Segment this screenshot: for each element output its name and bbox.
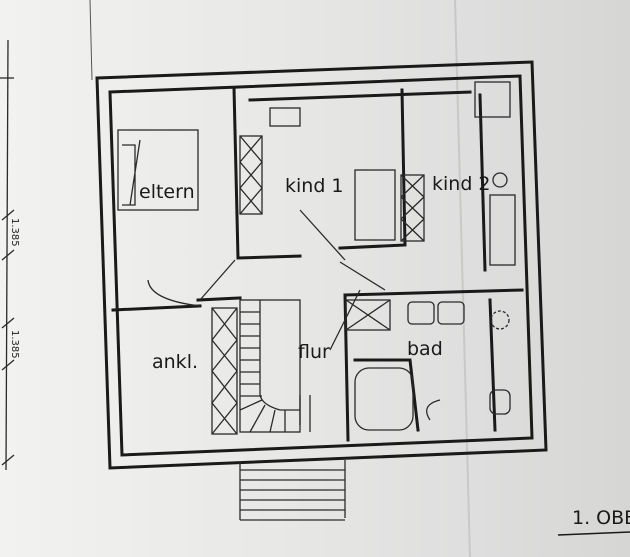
furniture xyxy=(117,81,516,266)
entrance-steps xyxy=(239,460,346,521)
closets xyxy=(211,135,425,435)
outer-walls xyxy=(95,60,548,470)
room-label-kind2: kind 2 xyxy=(432,173,491,195)
room-label-flur: flur xyxy=(298,341,330,363)
doors xyxy=(147,209,441,421)
sheet-title: 1. OBE xyxy=(572,507,630,529)
guide-line xyxy=(89,0,93,81)
dimension-label: 1.385 xyxy=(9,218,20,247)
staircase xyxy=(239,299,311,433)
dimension-label: 1.385 xyxy=(9,330,20,359)
room-label-kind1: kind 1 xyxy=(285,175,344,197)
sheet-title-underline xyxy=(557,531,630,536)
bath-fixtures xyxy=(354,301,511,431)
paper-fold xyxy=(454,0,471,557)
room-label-ankl: ankl. xyxy=(152,351,198,373)
dimension-line xyxy=(0,39,15,471)
room-label-eltern: eltern xyxy=(139,181,195,203)
room-label-bad: bad xyxy=(407,338,443,360)
interior-walls xyxy=(111,86,524,442)
